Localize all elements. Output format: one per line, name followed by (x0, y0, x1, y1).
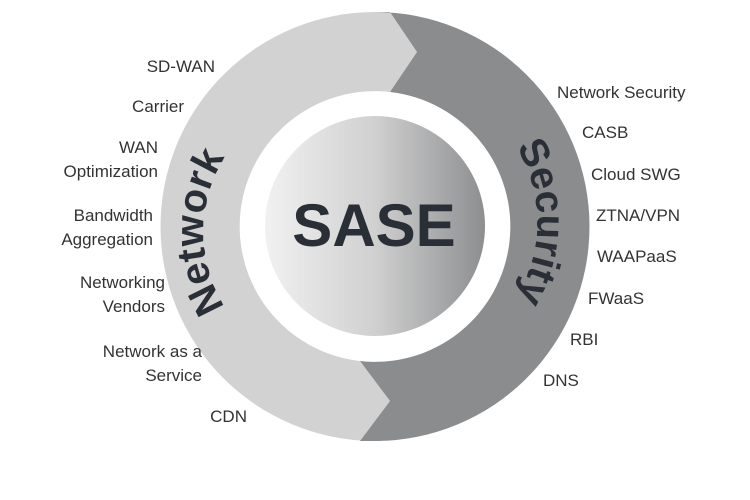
network-item-line: Vendors (102, 297, 165, 316)
security-item-ztna-vpn: ZTNA/VPN (596, 206, 681, 225)
security-item-cloud-swg: Cloud SWG (591, 165, 681, 184)
network-item-carrier: Carrier (132, 95, 184, 119)
security-item-dns: DNS (543, 371, 579, 390)
center-disc (265, 116, 485, 336)
network-item-sd-wan: SD-WAN (147, 55, 215, 79)
security-item-rbi: RBI (570, 330, 599, 349)
network-item-line: WAN (118, 138, 158, 157)
security-ring-segment (360, 12, 590, 441)
network-item-line: Networking (79, 273, 165, 292)
network-item-networking-vendors: Networking Vendors (80, 271, 165, 319)
network-item-line: Carrier (132, 97, 184, 116)
network-item-bandwidth-aggregation: Bandwidth Aggregation (61, 204, 153, 252)
network-item-wan-optimization: WAN Optimization (64, 136, 158, 184)
center-label: SASE (292, 192, 455, 259)
security-item-waapaas: WAAPaaS (597, 247, 677, 266)
security-item-casb: CASB (582, 123, 629, 142)
network-item-network-as-a-service: Network as a Service (103, 340, 202, 388)
security-item-fwaas: FWaaS (588, 289, 645, 308)
network-ring-segment (160, 12, 418, 441)
network-item-line: Network as a (102, 342, 202, 361)
network-item-line: Optimization (63, 162, 158, 181)
security-item-network-security: Network Security (557, 83, 686, 102)
network-item-line: Bandwidth (73, 206, 153, 225)
network-item-cdn: CDN (210, 405, 247, 429)
network-item-line: Service (145, 366, 202, 385)
network-item-line: CDN (210, 407, 247, 426)
network-item-line: SD-WAN (146, 57, 215, 76)
network-item-line: Aggregation (61, 230, 153, 249)
